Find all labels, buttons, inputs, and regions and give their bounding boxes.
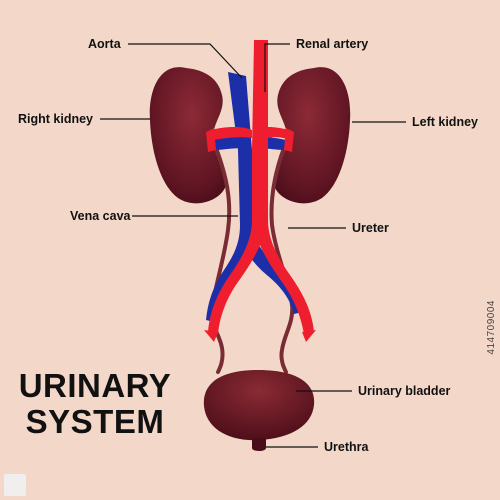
urinary-bladder-shape (203, 370, 315, 441)
renal-artery-leader (264, 43, 290, 92)
right-kidney-shape (149, 67, 227, 204)
title-line-1: URINARY (18, 367, 172, 404)
right-iliac-end (204, 330, 218, 342)
stock-logo (4, 474, 26, 496)
label-urinary-bladder: Urinary bladder (358, 384, 451, 398)
aorta-shape (208, 40, 314, 334)
label-renal-artery: Renal artery (296, 37, 369, 51)
label-right-kidney: Right kidney (18, 112, 94, 126)
urethra-shape (252, 438, 266, 451)
label-vena-cava: Vena cava (70, 209, 131, 223)
left-kidney-shape (273, 67, 351, 204)
leader-lines (100, 43, 406, 448)
renal-arteries (210, 127, 290, 140)
stock-id: 414709004 (486, 300, 497, 355)
aorta-leader (128, 43, 243, 79)
label-urethra: Urethra (324, 440, 369, 454)
label-aorta: Aorta (88, 37, 121, 51)
right-renal-vessel-branch (206, 128, 216, 152)
left-renal-vessel-branch (284, 128, 294, 152)
label-ureter: Ureter (352, 221, 389, 235)
left-iliac-end (302, 330, 316, 342)
label-left-kidney: Left kidney (412, 115, 478, 129)
title-line-2: SYSTEM (25, 403, 165, 440)
